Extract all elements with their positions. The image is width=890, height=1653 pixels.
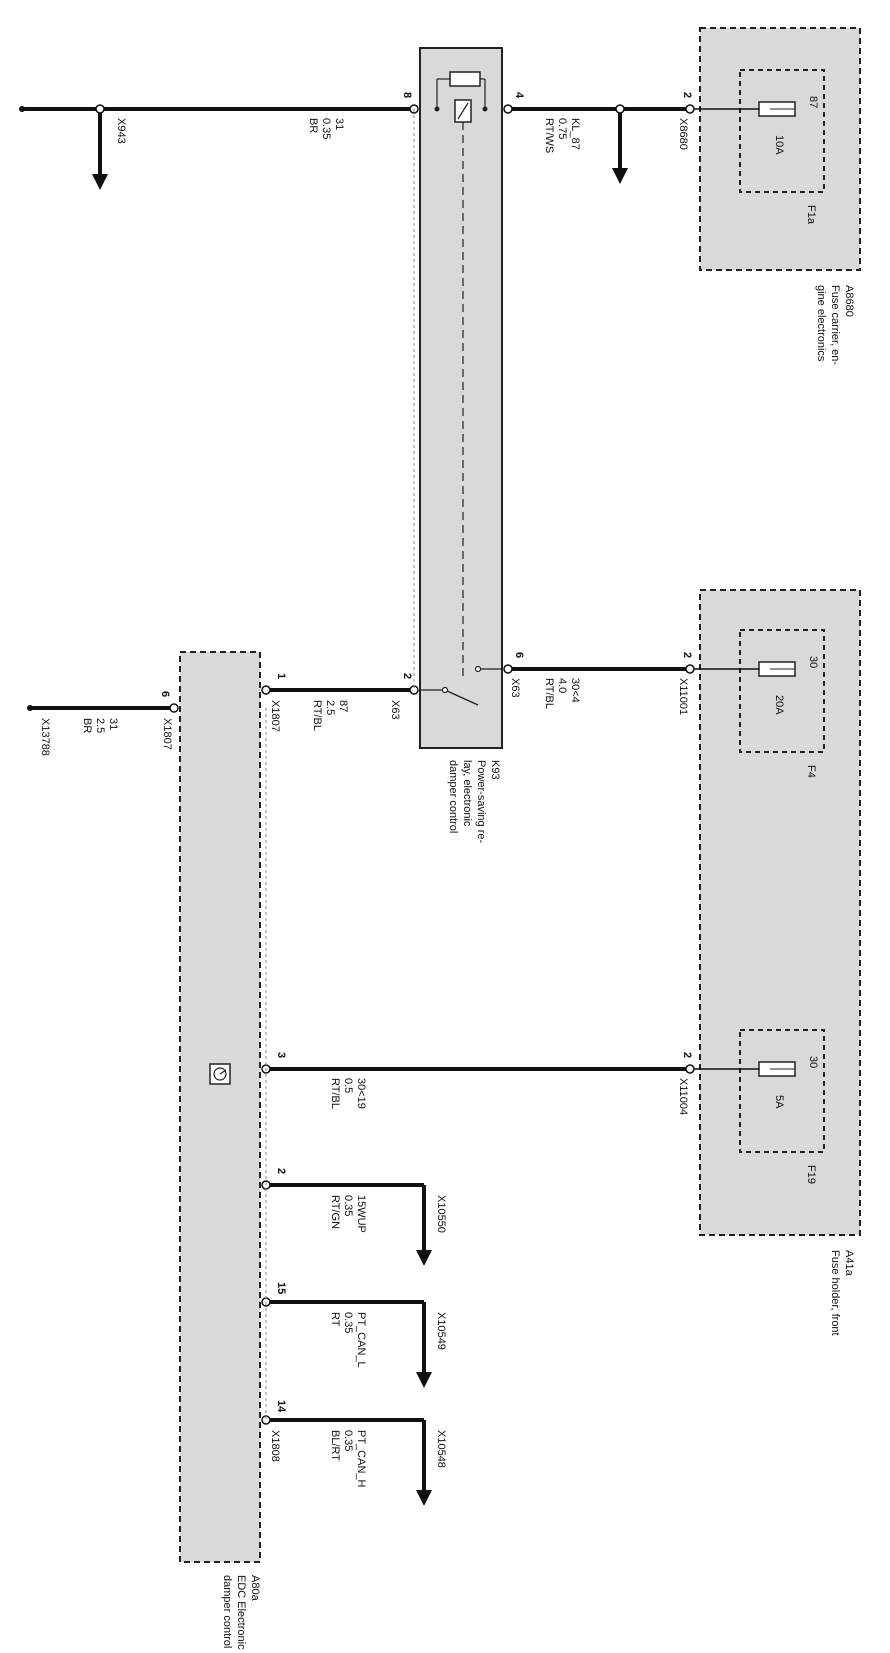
wire-kl87-signal: KL_87 [569, 118, 581, 150]
arrow-kl87 [612, 168, 628, 184]
fuse-f19-rating: 5A [773, 1095, 785, 1109]
a41a-id: A41a [843, 1250, 855, 1277]
pin-f19-2: 2 [681, 1052, 693, 1058]
a8680-name-1: Fuse carrier, en- [829, 285, 841, 365]
conn-x10550: X10550 [435, 1195, 447, 1233]
conn-x63-a: X63 [389, 700, 401, 720]
pin-a80-14: 14 [275, 1400, 287, 1413]
fuse-holder-a41a [699, 589, 861, 1236]
wire-87-gauge: 2.5 [324, 700, 336, 715]
pin-k93-6: 6 [513, 652, 525, 658]
pin-k93-8: 8 [401, 92, 413, 98]
wire-pt-can-l-color: RT [329, 1312, 341, 1327]
wire-31-bottom-signal: 31 [107, 718, 119, 730]
fuse-f4-terminal: 30 [807, 656, 819, 668]
edc-control-unit-a80a [179, 651, 261, 1563]
a80a-name-2: damper control [221, 1575, 233, 1648]
relay-switch [444, 689, 479, 706]
k93-id: K93 [489, 760, 501, 780]
conn-x1808: X1808 [269, 1430, 281, 1462]
k93-name-1: Power-saving re- [475, 760, 487, 843]
wire-30-19-color: RT/BL [329, 1078, 341, 1109]
conn-x10548: X10548 [435, 1430, 447, 1468]
relay-k93 [419, 47, 503, 749]
wire-15wup-color: RT/GN [329, 1195, 341, 1229]
wire-30-19-signal: 30<19 [355, 1078, 367, 1109]
relay-coil [449, 71, 481, 87]
conn-x10549: X10549 [435, 1312, 447, 1350]
fuse-f1a-id: F1a [805, 205, 817, 225]
arrow-x10549 [416, 1372, 432, 1388]
wire-31-bottom-color: BR [81, 718, 93, 733]
conn-x943: X943 [115, 118, 127, 144]
fuse-box-f19 [739, 1029, 825, 1153]
pin-a80-3: 3 [275, 1052, 287, 1058]
fuse-box-f4 [739, 629, 825, 753]
fuse-f19-id: F19 [805, 1165, 817, 1184]
wire-31-top-color: BR [307, 118, 319, 133]
fuse-carrier-a8680 [699, 27, 861, 271]
wire-30-19-gauge: 0.5 [342, 1078, 354, 1093]
a41a-name: Fuse holder, front [829, 1250, 841, 1336]
wire-30-4-gauge: 4.0 [556, 678, 568, 693]
wire-pt-can-l-signal: PT_CAN_L [355, 1312, 367, 1368]
pin-a80-6: 6 [159, 691, 171, 697]
wire-kl87-color: RT/WS [543, 118, 555, 153]
fuse-box-f1a [739, 69, 825, 193]
conn-x11004: X11004 [677, 1078, 689, 1115]
fuse-f4-id: F4 [805, 765, 817, 778]
fuse-f4-rating: 20A [773, 695, 785, 715]
conn-x1807-a: X1807 [269, 700, 281, 732]
wire-15wup-gauge: 0.35 [342, 1195, 354, 1216]
conn-x11001: X11001 [677, 678, 689, 715]
wire-pt-can-h-gauge: 0.35 [342, 1430, 354, 1451]
conn-x8680: X8680 [677, 118, 689, 150]
pin-a80-2: 2 [275, 1168, 287, 1174]
k93-name-2: lay, electronic [461, 760, 473, 827]
pin-a80-15: 15 [275, 1282, 287, 1294]
conn-x63-b: X63 [509, 678, 521, 698]
fuse-f19-terminal: 30 [807, 1056, 819, 1068]
arrow-x10548 [416, 1490, 432, 1506]
fuse-f1a-rating: 10A [773, 135, 785, 155]
a8680-id: A8680 [843, 285, 855, 317]
wire-pt-can-h-signal: PT_CAN_H [355, 1430, 367, 1488]
wire-15wup-signal: 15WUP [355, 1195, 367, 1233]
wire-31-bottom-gauge: 2.5 [94, 718, 106, 733]
arrow-x943 [92, 174, 108, 190]
pin-k93-4: 4 [513, 92, 525, 99]
conn-x13788: X13788 [39, 718, 51, 756]
a8680-name-2: gine electronics [815, 285, 827, 362]
conn-x1807-b: X1807 [161, 718, 173, 750]
wire-30-4-color: RT/BL [543, 678, 555, 709]
pin-f4-2: 2 [681, 652, 693, 658]
wire-31-top-signal: 31 [333, 118, 345, 130]
wire-87-signal: 87 [337, 700, 349, 712]
wire-30-4-signal: 30<4 [569, 678, 581, 703]
wire-kl87-gauge: 0.75 [556, 118, 568, 139]
pin-a80-1: 1 [275, 673, 287, 679]
fuse-f1a-terminal: 87 [807, 96, 819, 108]
wire-pt-can-l-gauge: 0.35 [342, 1312, 354, 1333]
wire-31-top-gauge: 0.35 [320, 118, 332, 139]
pin-f1a-2: 2 [681, 92, 693, 98]
k93-name-3: damper control [447, 760, 459, 833]
wire-pt-can-h-color: BL/RT [329, 1430, 341, 1461]
a80a-id: A80a [249, 1575, 261, 1602]
arrow-x10550 [416, 1250, 432, 1266]
wire-87-color: RT/BL [311, 700, 323, 731]
pin-k93-2: 2 [401, 673, 413, 679]
a80a-name-1: EDC Electronic [235, 1575, 247, 1650]
